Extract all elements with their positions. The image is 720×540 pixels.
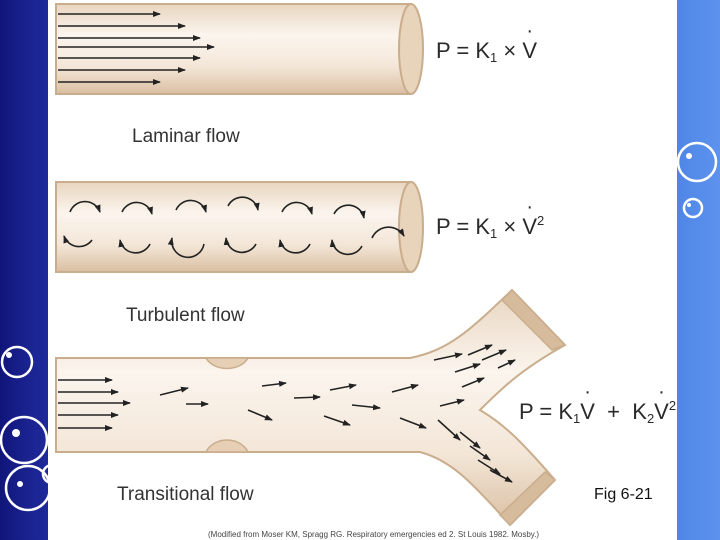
eq-operator: ×	[497, 38, 523, 63]
laminar-equation: P = K1 × V	[436, 38, 537, 65]
transitional-equation: P = K1V + K2V2	[519, 398, 676, 426]
transitional-flow-label: Transitional flow	[117, 484, 254, 505]
laminar-flow-label: Laminar flow	[132, 126, 240, 147]
eq-k1-sub: 1	[573, 411, 581, 426]
turbulent-swirl-arrows	[63, 196, 405, 259]
eq-k-sub: 1	[490, 226, 498, 241]
eq-v-dot: V	[522, 38, 537, 64]
eq-exponent: 2	[668, 398, 677, 413]
left-decorative-bar	[0, 0, 48, 540]
eq-k2-sub: 2	[646, 411, 655, 426]
eq-v1-dot: V	[580, 399, 595, 425]
source-credit: (Modified from Moser KM, Spragg RG. Resp…	[208, 530, 540, 539]
right-decorative-bar	[677, 0, 720, 540]
transitional-arrows	[58, 344, 516, 483]
turbulent-equation: P = K1 × V2	[436, 213, 544, 241]
eq-p: P = K	[436, 38, 491, 63]
turbulent-flow-label: Turbulent flow	[126, 305, 245, 326]
decorative-dots	[6, 153, 692, 487]
eq-p: P = K	[436, 214, 491, 239]
laminar-tube	[55, 3, 424, 95]
eq-v2-dot: V	[654, 399, 669, 425]
transitional-tube	[55, 288, 567, 527]
eq-operator: ×	[497, 214, 523, 239]
turbulent-tube	[55, 181, 424, 273]
laminar-arrows	[58, 11, 215, 85]
eq-k-sub: 1	[490, 50, 498, 65]
eq-exponent: 2	[537, 213, 545, 228]
decorative-circles	[0, 141, 718, 512]
eq-p: P = K	[519, 399, 574, 424]
eq-plus-k: + K	[594, 399, 647, 424]
eq-v-dot: V	[522, 214, 537, 240]
figure-label: Fig 6-21	[594, 486, 653, 503]
